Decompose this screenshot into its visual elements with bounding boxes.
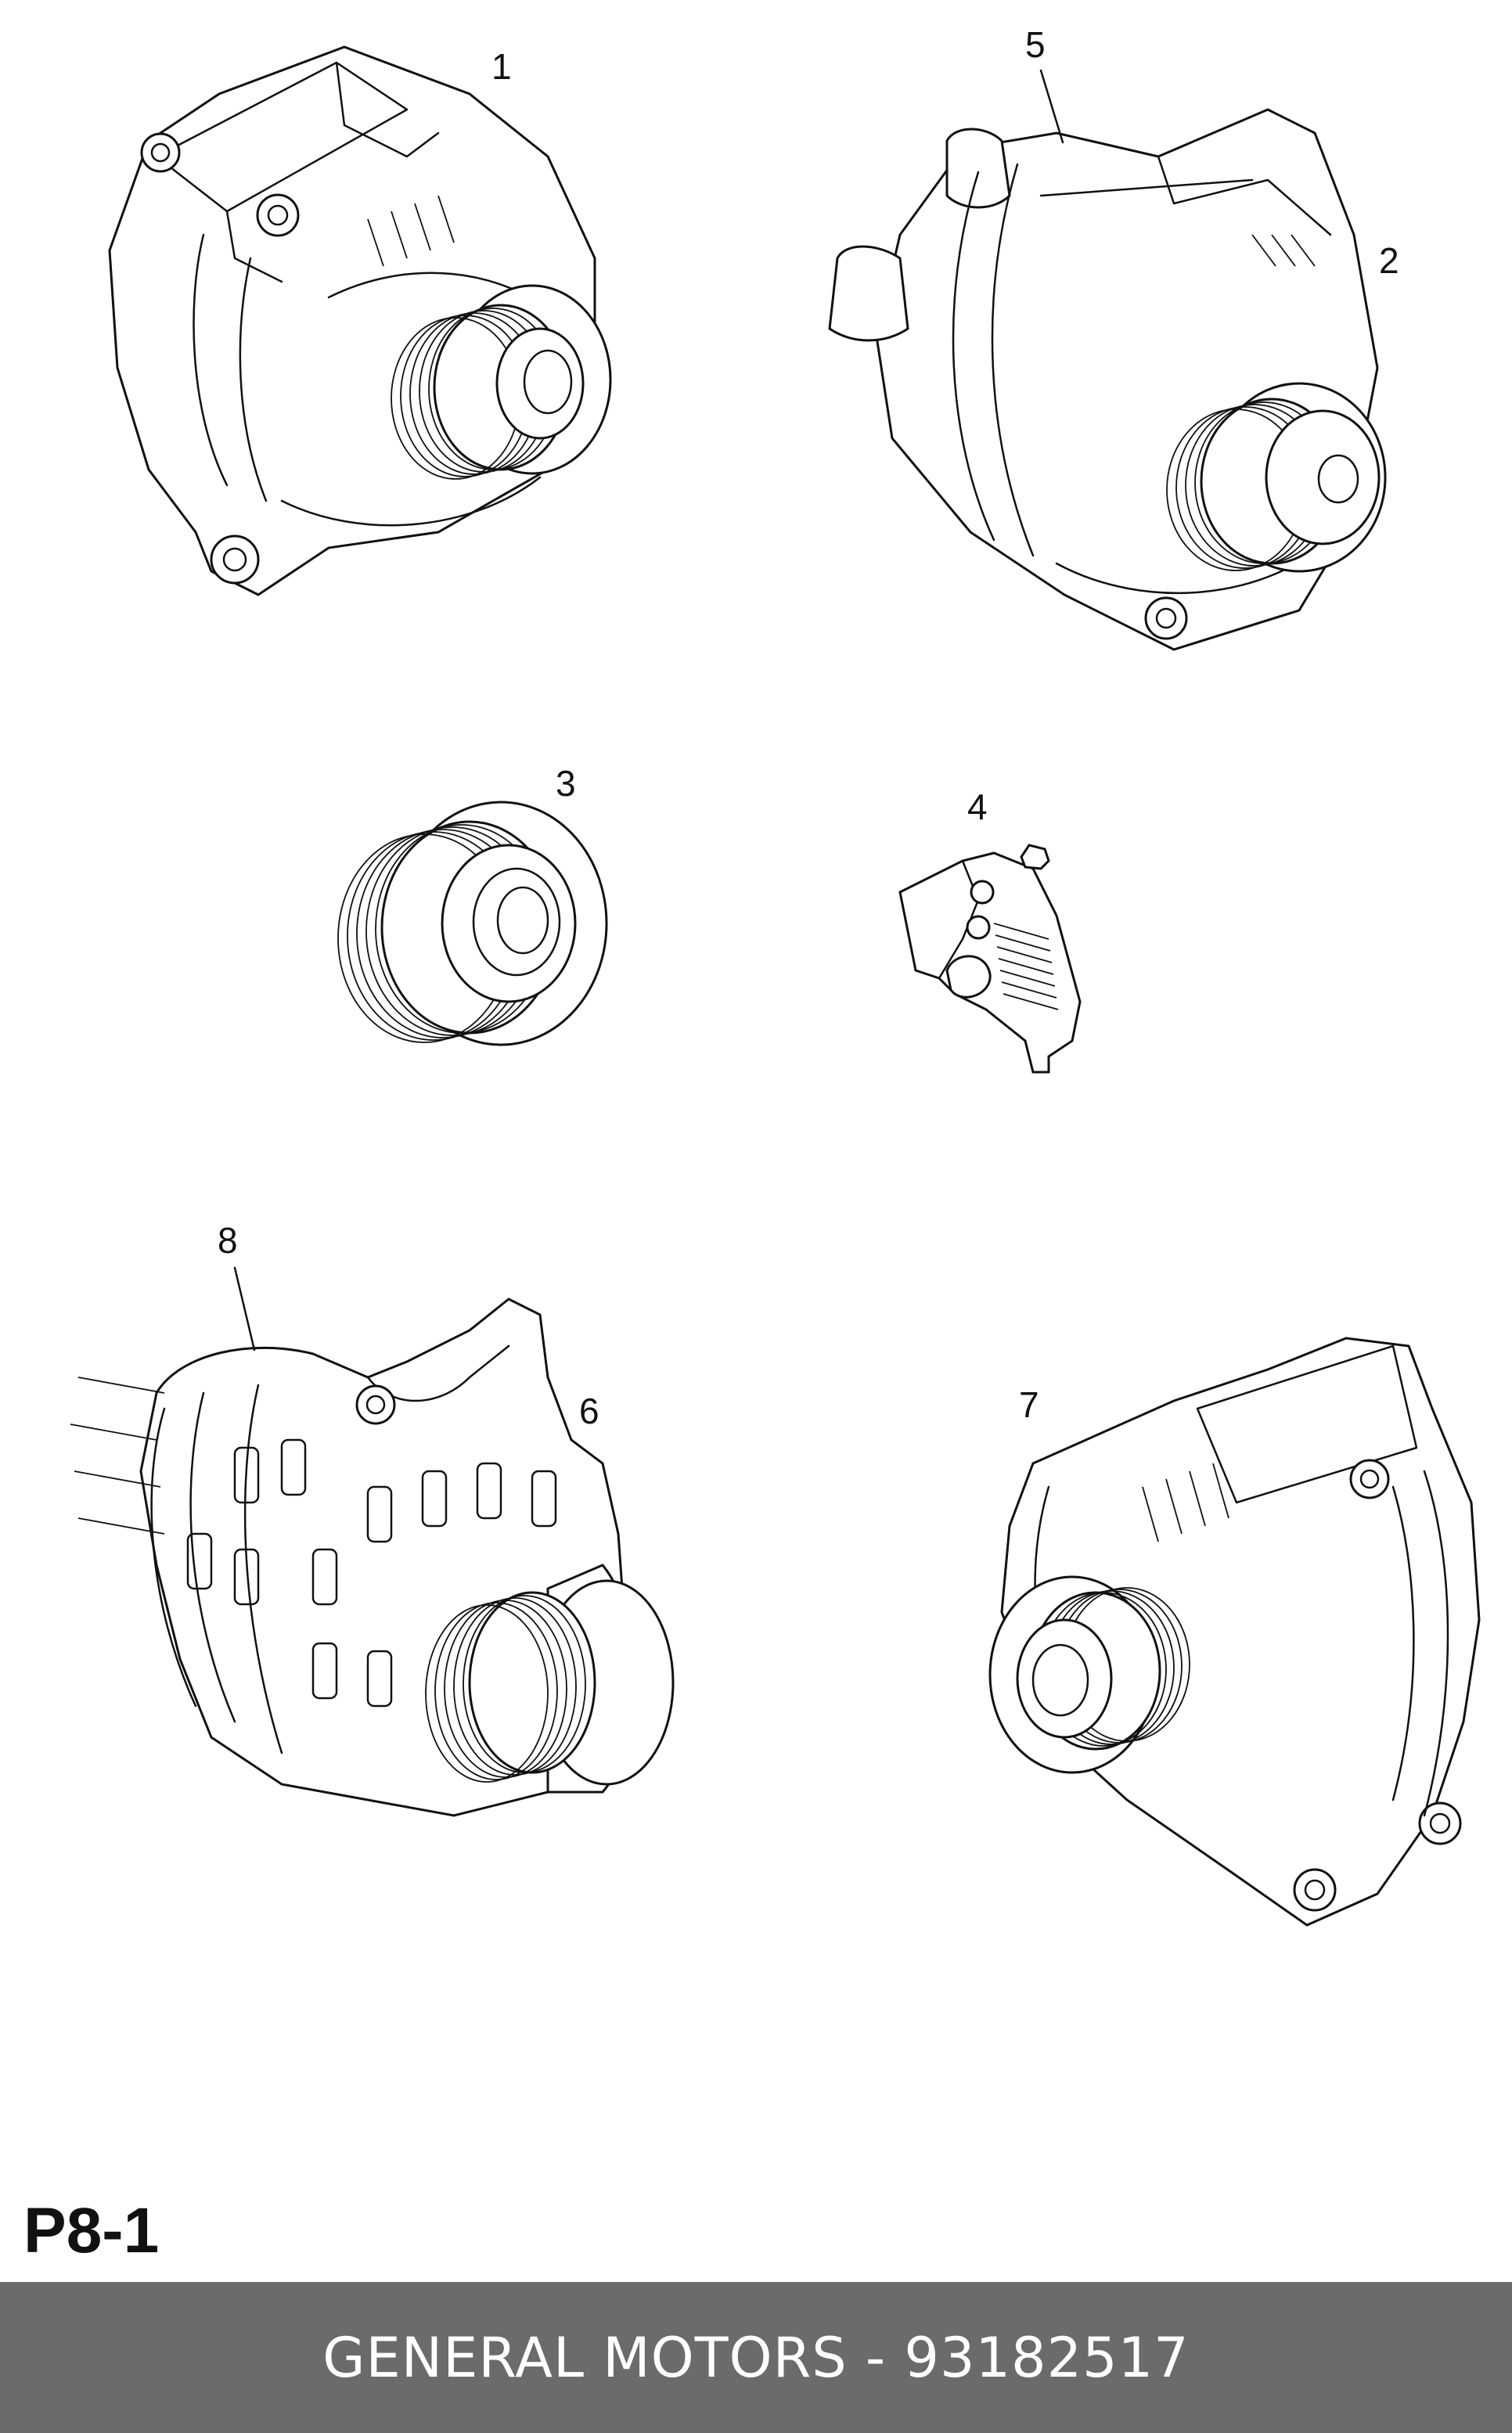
part-1-alternator [108, 45, 612, 596]
footer-text: GENERAL MOTORS - 93182517 [322, 2325, 1190, 2390]
page-code: P8-1 [23, 2195, 160, 2266]
callout-8: 8 [218, 1220, 238, 1261]
parts-diagram [70, 45, 1481, 1927]
callout-3: 3 [556, 763, 576, 804]
leader-lines [233, 69, 1064, 1351]
callout-5: 5 [1025, 24, 1046, 65]
callout-7: 7 [1019, 1384, 1039, 1425]
part-4-regulator [898, 844, 1082, 1074]
callout-2: 2 [1379, 240, 1399, 281]
part-2-alternator [828, 108, 1387, 651]
part-8-alternator [70, 1297, 675, 1817]
part-3-pulley [337, 801, 608, 1046]
callout-6: 6 [579, 1391, 599, 1431]
part-7-alternator [988, 1337, 1481, 1927]
callout-1: 1 [491, 46, 512, 87]
callout-4: 4 [967, 786, 988, 827]
footer-bar: GENERAL MOTORS - 93182517 [0, 2282, 1512, 2433]
